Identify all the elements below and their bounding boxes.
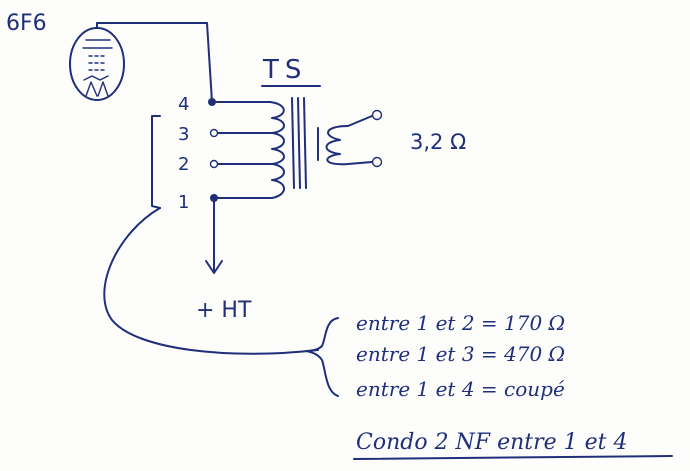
transformer-label: TS bbox=[262, 55, 307, 85]
primary-winding bbox=[269, 101, 285, 199]
secondary-impedance-label: 3,2 Ω bbox=[410, 130, 466, 154]
output-terminal-bottom bbox=[371, 156, 383, 168]
terminal-bracket bbox=[151, 115, 161, 209]
primary-taps bbox=[208, 98, 273, 202]
terminal-label-1: 1 bbox=[178, 192, 189, 213]
transformer-core bbox=[291, 97, 307, 189]
footnote-underline bbox=[353, 455, 673, 460]
plate-wire bbox=[96, 22, 213, 103]
terminal-label-3: 3 bbox=[178, 124, 189, 145]
ht-label: + HT bbox=[196, 298, 252, 323]
footnote: Condo 2 NF entre 1 et 4 bbox=[356, 430, 627, 455]
ht-arrow-icon bbox=[205, 260, 223, 274]
terminal-label-2: 2 bbox=[178, 154, 189, 175]
vacuum-tube-symbol bbox=[69, 27, 125, 101]
note-1-4: entre 1 et 4 = coupé bbox=[356, 377, 565, 401]
output-terminal-top bbox=[371, 109, 383, 121]
tube-label: 6F6 bbox=[6, 11, 47, 36]
notes-brace bbox=[305, 317, 339, 397]
secondary-winding bbox=[325, 125, 349, 166]
secondary-lead-top bbox=[347, 115, 373, 127]
note-1-2: entre 1 et 2 = 170 Ω bbox=[356, 311, 565, 335]
reference-curve bbox=[103, 207, 319, 355]
terminal-label-4: 4 bbox=[178, 94, 189, 115]
note-1-3: entre 1 et 3 = 470 Ω bbox=[356, 342, 565, 366]
secondary-lead-bottom bbox=[347, 161, 373, 165]
